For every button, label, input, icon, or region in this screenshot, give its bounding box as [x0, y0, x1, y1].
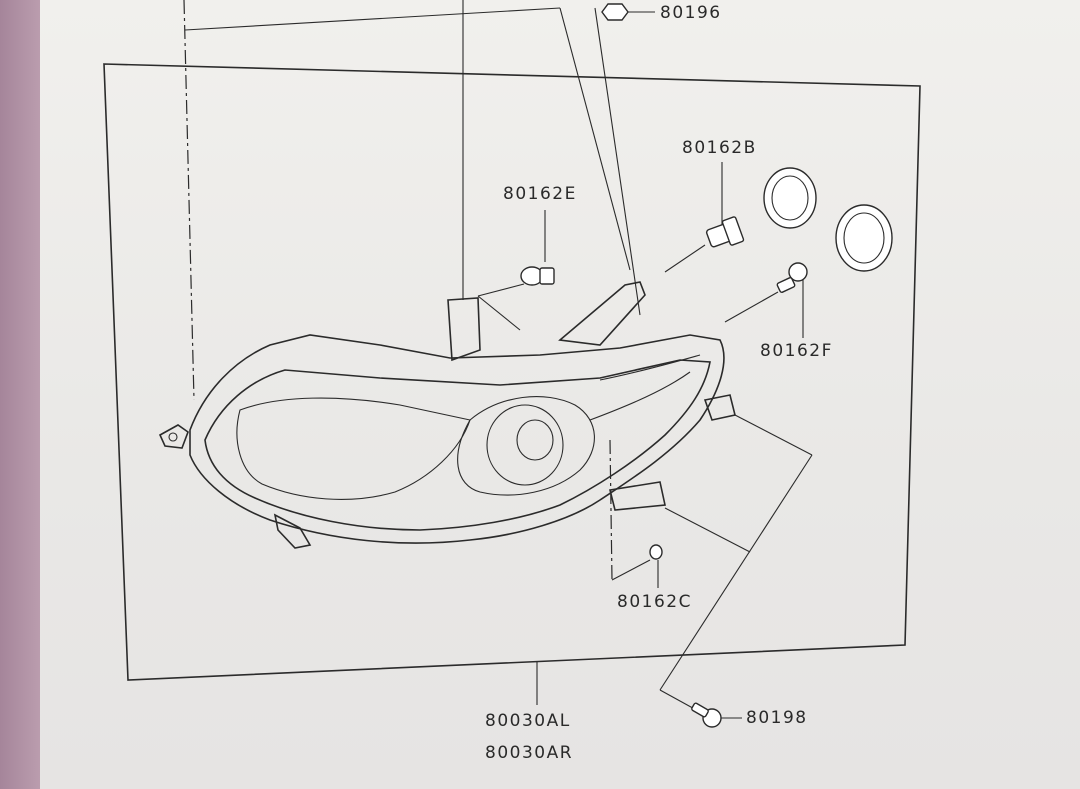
leader-right-2: [664, 507, 751, 553]
bulb-80162b-part: [705, 216, 745, 248]
nut-80196-part: [601, 3, 655, 21]
label-80196: 80196: [660, 3, 722, 23]
leader-80162f-to-housing: [724, 291, 779, 323]
leader-diagonal-2: [594, 7, 641, 316]
diagram-page: [40, 0, 1080, 789]
label-80198: 80198: [746, 708, 808, 728]
leader-80162e-b: [477, 295, 521, 331]
retaining-ring-2: [835, 204, 893, 272]
parts-boundary-box: [103, 63, 921, 681]
leader-80162e-a: [477, 283, 525, 297]
leader-diagonal-1: [559, 7, 631, 271]
leader-80162c-join: [611, 559, 651, 581]
label-80162b: 80162B: [682, 138, 757, 158]
label-80030ar: 80030AR: [485, 743, 573, 763]
leader-right-1: [734, 414, 813, 456]
mounting-tab-top: [447, 297, 481, 362]
mounting-tab-bottom: [609, 481, 666, 511]
mounting-tab-right: [703, 394, 736, 421]
bulb-80162e-part: [520, 266, 555, 286]
bulb-80162c-part: [649, 544, 663, 560]
label-80162e: 80162E: [503, 184, 577, 204]
label-80162f: 80162F: [760, 341, 833, 361]
label-80030al: 80030AL: [485, 711, 571, 731]
bulb-80162f-part: [776, 262, 808, 293]
mounting-bracket-top-right: [558, 281, 646, 346]
leader-right-3: [659, 454, 813, 691]
headlamp-housing: [158, 281, 736, 549]
leader-left-dashed: [183, 0, 195, 401]
bolt-80198-part: [691, 702, 722, 728]
mounting-tab-left: [158, 424, 189, 449]
leader-80162b-to-housing: [664, 244, 706, 273]
label-80162c: 80162C: [617, 592, 692, 612]
mounting-tab-bottom-left: [273, 513, 312, 549]
leader-80162c-dashed: [609, 439, 613, 581]
upper-frame-line: [184, 7, 561, 31]
retaining-ring-1: [763, 167, 817, 229]
